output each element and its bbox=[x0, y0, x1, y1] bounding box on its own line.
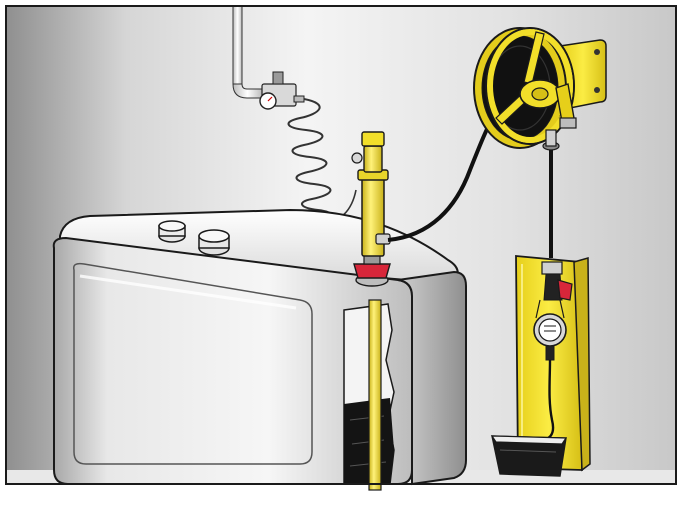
red-valve bbox=[354, 264, 390, 278]
suction-tube bbox=[369, 300, 381, 490]
nozzle-trigger bbox=[558, 280, 572, 300]
tank-fill-cap-right bbox=[199, 230, 229, 255]
drip-tray bbox=[492, 436, 566, 476]
oil-tank bbox=[54, 210, 466, 484]
tank-fill-cap-left bbox=[159, 221, 185, 242]
